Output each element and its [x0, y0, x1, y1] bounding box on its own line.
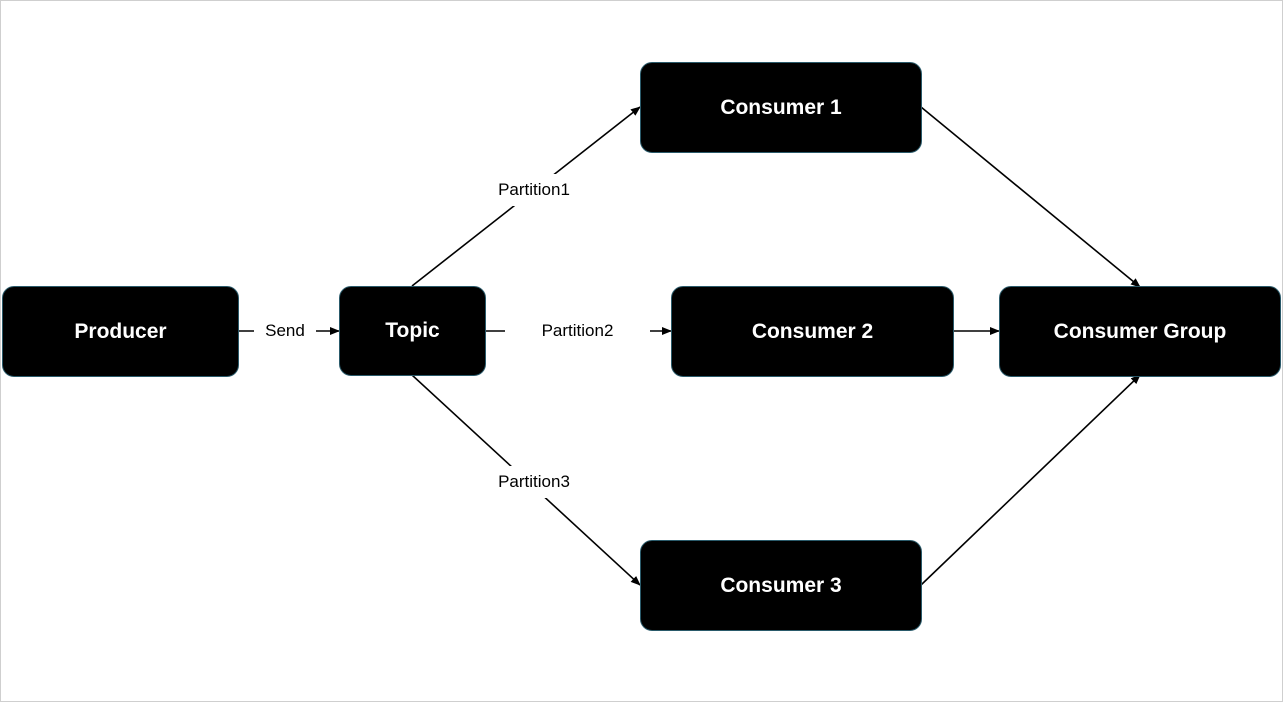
node-consumer-1-label: Consumer 1 — [720, 95, 842, 119]
edge-label-partition1: Partition1 — [486, 174, 582, 206]
edge-label-send: Send — [254, 320, 316, 342]
node-topic[interactable]: Topic — [339, 286, 486, 376]
edge-label-partition3: Partition3 — [486, 466, 582, 498]
node-consumer-group-label: Consumer Group — [1053, 319, 1227, 343]
node-consumer-2[interactable]: Consumer 2 — [671, 286, 954, 377]
node-consumer-1[interactable]: Consumer 1 — [640, 62, 922, 153]
node-producer[interactable]: Producer — [2, 286, 239, 377]
edge-consumer1-group — [920, 106, 1141, 288]
edge-consumer3-group — [920, 374, 1141, 586]
node-topic-label: Topic — [385, 319, 440, 342]
node-consumer-group[interactable]: Consumer Group — [999, 286, 1281, 377]
node-producer-label: Producer — [74, 319, 167, 343]
node-consumer-2-label: Consumer 2 — [751, 319, 874, 343]
node-consumer-3-label: Consumer 3 — [720, 573, 842, 597]
node-consumer-3[interactable]: Consumer 3 — [640, 540, 922, 631]
edge-label-partition2: Partition2 — [505, 320, 650, 342]
